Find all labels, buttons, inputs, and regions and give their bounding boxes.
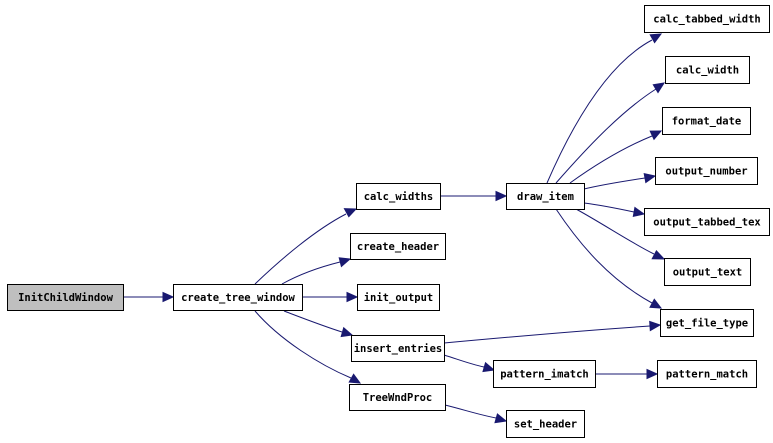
node-label-output-tabbed-text: output_tabbed_tex (653, 217, 761, 229)
node-label-treewndproc: TreeWndProc (363, 392, 433, 404)
node-label-output-text: output_text (673, 267, 743, 279)
node-pattern-match[interactable]: pattern_match (657, 360, 757, 388)
node-label-init-child-window: InitChildWindow (18, 292, 114, 304)
node-format-date[interactable]: format_date (662, 107, 751, 135)
node-get-file-type[interactable]: get_file_type (660, 309, 754, 337)
node-output-number[interactable]: output_number (655, 157, 758, 185)
node-label-create-tree-window: create_tree_window (181, 292, 295, 304)
edge-draw-item-to-format-date (569, 130, 663, 184)
node-init-output[interactable]: init_output (357, 284, 440, 311)
node-set-header[interactable]: set_header (506, 410, 585, 438)
node-label-create-header: create_header (357, 241, 439, 253)
node-pattern-imatch[interactable]: pattern_imatch (493, 360, 596, 388)
edge-create-tree-window-to-init-output (302, 291, 359, 303)
node-label-init-output: init_output (364, 292, 434, 304)
edge-draw-item-to-output-number (583, 172, 657, 190)
node-label-format-date: format_date (672, 116, 742, 128)
node-draw-item[interactable]: draw_item (506, 183, 585, 210)
edge-insert-entries-to-pattern-imatch (443, 354, 496, 373)
node-label-set-header: set_header (514, 419, 577, 431)
edge-draw-item-to-output-text (575, 208, 666, 260)
edge-draw-item-to-get-file-type (555, 208, 663, 309)
node-label-output-number: output_number (665, 166, 747, 178)
node-output-tabbed-text[interactable]: output_tabbed_tex (644, 208, 770, 236)
node-label-calc-widths: calc_widths (364, 191, 434, 203)
edge-create-tree-window-to-insert-entries (283, 310, 354, 338)
node-label-calc-tabbed-width: calc_tabbed_width (653, 14, 760, 26)
edges-layer (123, 33, 666, 424)
node-label-draw-item: draw_item (517, 191, 574, 203)
node-calc-widths[interactable]: calc_widths (356, 183, 441, 210)
edge-calc-widths-to-draw-item (440, 190, 508, 202)
nodes-layer: InitChildWindow create_tree_window calc_… (7, 5, 770, 438)
edge-init-child-window-to-create-tree-window (123, 291, 175, 303)
node-treewndproc[interactable]: TreeWndProc (349, 384, 446, 411)
node-label-get-file-type: get_file_type (666, 318, 748, 330)
edge-insert-entries-to-get-file-type (443, 320, 662, 344)
node-create-tree-window[interactable]: create_tree_window (173, 284, 303, 311)
node-calc-tabbed-width[interactable]: calc_tabbed_width (644, 5, 770, 33)
edge-draw-item-to-output-tabbed-text (583, 202, 646, 218)
node-output-text[interactable]: output_text (664, 258, 751, 286)
node-label-insert-entries: insert_entries (354, 343, 443, 355)
node-label-calc-width: calc_width (676, 65, 739, 77)
edge-pattern-imatch-to-pattern-match (595, 368, 659, 380)
edge-treewndproc-to-set-header (444, 404, 508, 424)
node-init-child-window[interactable]: InitChildWindow (7, 284, 124, 311)
edge-draw-item-to-calc-tabbed-width (546, 33, 663, 184)
edge-draw-item-to-calc-width (555, 82, 666, 184)
edge-create-tree-window-to-create-header (281, 257, 352, 285)
edge-create-tree-window-to-treewndproc (254, 310, 362, 384)
node-create-header[interactable]: create_header (350, 233, 446, 260)
node-label-pattern-match: pattern_match (666, 369, 748, 381)
node-label-pattern-imatch: pattern_imatch (500, 369, 589, 381)
node-calc-width[interactable]: calc_width (665, 56, 750, 84)
node-insert-entries[interactable]: insert_entries (351, 335, 445, 362)
edge-create-tree-window-to-calc-widths (254, 208, 358, 285)
